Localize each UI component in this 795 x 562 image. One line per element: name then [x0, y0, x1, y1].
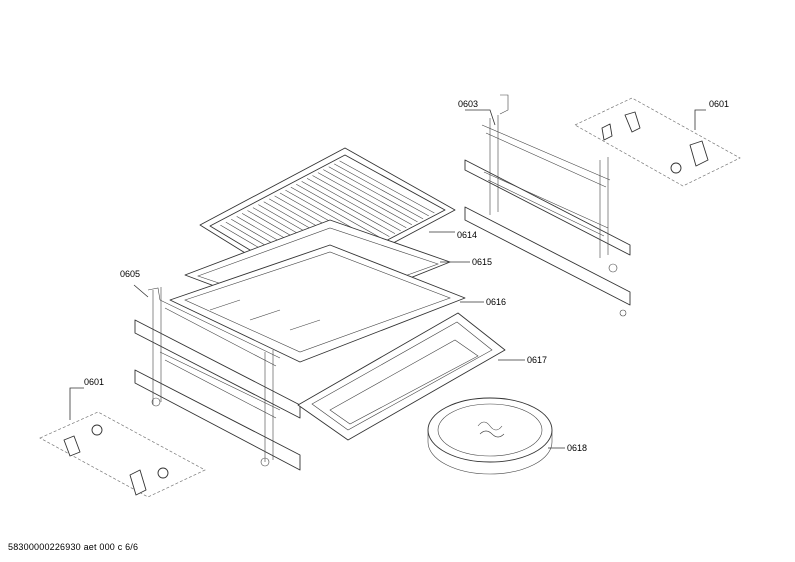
left-rail-assembly [134, 287, 301, 471]
bottom-clip-set [39, 411, 206, 498]
label-0617: 0617 [527, 355, 547, 365]
rack-bar [312, 175, 407, 229]
label-0615: 0615 [472, 257, 492, 267]
rack-bar [296, 183, 390, 237]
rack-bar [290, 186, 384, 240]
baking-tray [169, 244, 466, 363]
rack-bar [328, 166, 424, 220]
top-clip-set [574, 97, 741, 187]
label-0603: 0603 [458, 99, 478, 109]
round-pan [427, 397, 553, 475]
label-0616: 0616 [486, 297, 506, 307]
rack-bar [317, 172, 413, 226]
label-0605: 0605 [120, 269, 140, 279]
rack-bar [339, 160, 435, 214]
leader-lines [69, 109, 706, 449]
deep-pan [297, 312, 506, 441]
right-rail-assembly [464, 94, 631, 317]
rack-bar [323, 169, 418, 223]
rack-bar [301, 181, 396, 234]
label-0601-bottom: 0601 [84, 377, 104, 387]
label-0618: 0618 [567, 443, 587, 453]
label-0601-top: 0601 [709, 99, 729, 109]
rack-bar [306, 178, 401, 231]
label-0614: 0614 [457, 230, 477, 240]
rack-bar [334, 163, 429, 217]
document-id-footer: 58300000226930 aet 000 c 6/6 [8, 542, 139, 552]
